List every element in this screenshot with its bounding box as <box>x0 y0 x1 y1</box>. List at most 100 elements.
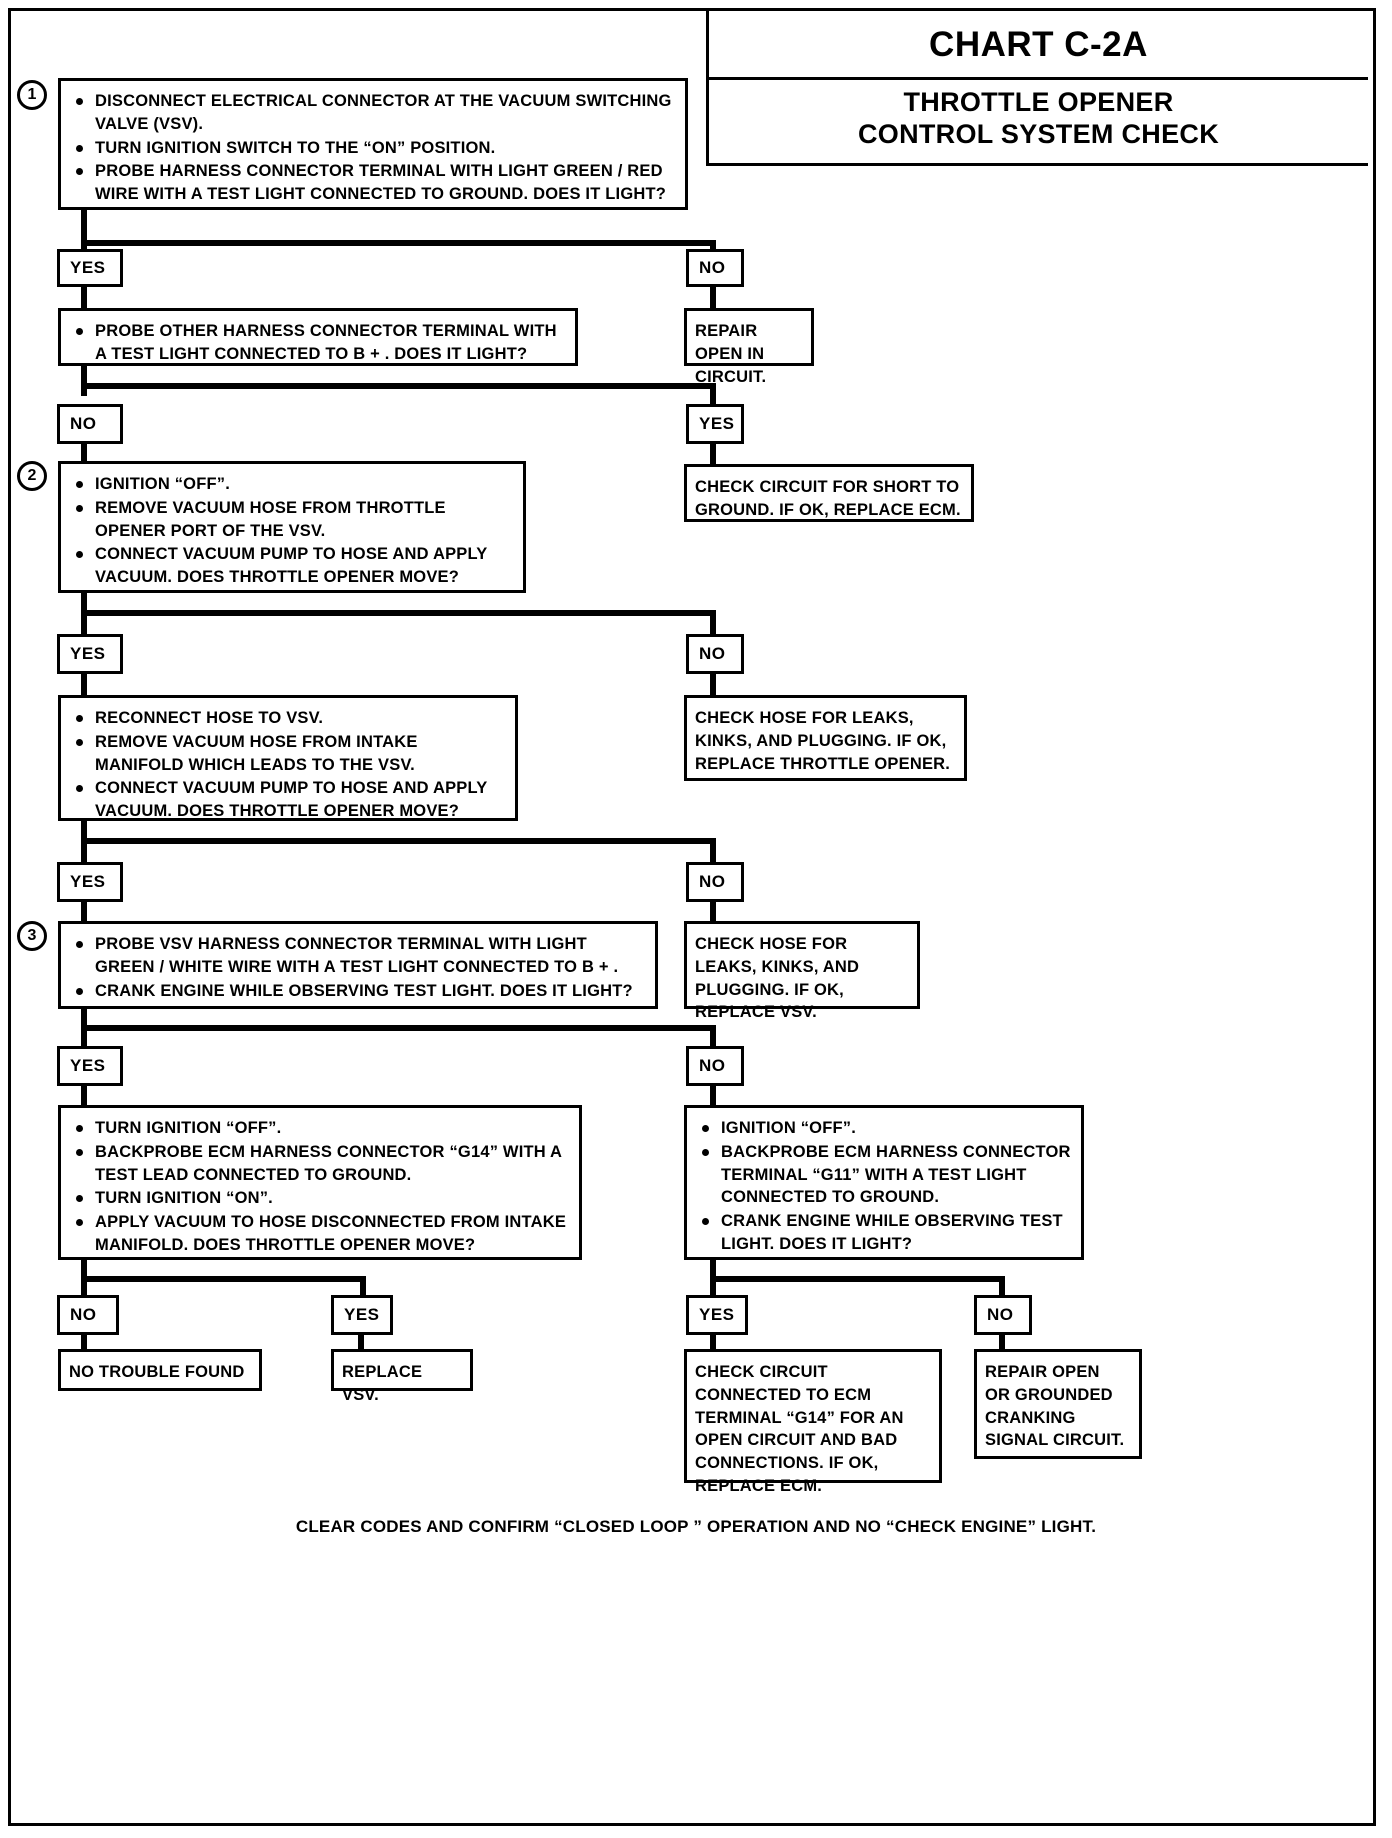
label-step1-no: NO <box>686 249 744 287</box>
line-step1-down <box>81 210 87 245</box>
label-step3-yes: YES <box>57 1046 123 1086</box>
label-reconnect-yes: YES <box>57 862 123 902</box>
check-circuit-g14-text: CHECK CIRCUIT CONNECTED TO ECM TERMINAL … <box>695 1363 904 1495</box>
line-no-to-checkhose2 <box>710 900 716 923</box>
line-no-to-repaircranking <box>999 1333 1005 1351</box>
step3-bullet-list: PROBE VSV HARNESS CONNECTOR TERMINAL WIT… <box>61 924 655 1011</box>
node-check-hose-vsv: CHECK HOSE FOR LEAKS, KINKS, AND PLUGGIN… <box>684 921 920 1021</box>
line-no-to-notrouble <box>81 1333 87 1351</box>
step1-bullet-0: DISCONNECT ELECTRICAL CONNECTOR AT THE V… <box>69 90 675 136</box>
footer-note: CLEAR CODES AND CONFIRM “CLOSED LOOP ” O… <box>295 1517 1097 1536</box>
line-probeother-to-yes <box>710 383 716 405</box>
line-yes-to-step3 <box>81 900 87 923</box>
line-yes-to-checkg14 <box>710 1333 716 1351</box>
line-yes-to-reconnect <box>81 672 87 697</box>
node-repair-cranking: REPAIR OPEN OR GROUNDED CRANKING SIGNAL … <box>974 1349 1142 1459</box>
line-yes-to-leftfinal <box>81 1084 87 1107</box>
node-probe-other: PROBE OTHER HARNESS CONNECTOR TERMINAL W… <box>58 308 578 366</box>
step2-bullet-0: IGNITION “OFF”. <box>69 473 513 496</box>
node-reconnect: RECONNECT HOSE TO VSV. REMOVE VACUUM HOS… <box>58 695 518 821</box>
line-yes-to-checkshort <box>710 442 716 464</box>
header-block: CHART C-2A THROTTLE OPENER CONTROL SYSTE… <box>706 11 1368 166</box>
label-probeother-no: NO <box>57 404 123 444</box>
node-step3: PROBE VSV HARNESS CONNECTOR TERMINAL WIT… <box>58 921 658 1009</box>
reconnect-bullet-list: RECONNECT HOSE TO VSV. REMOVE VACUUM HOS… <box>61 698 515 832</box>
line-step2-bus <box>81 610 716 616</box>
step1-bullet-list: DISCONNECT ELECTRICAL CONNECTOR AT THE V… <box>61 81 685 215</box>
line-probeother-down <box>81 366 87 396</box>
header-divider <box>709 77 1368 80</box>
line-step1-to-no <box>710 240 716 250</box>
chart-title-line2: CONTROL SYSTEM CHECK <box>857 118 1220 149</box>
label-probeother-yes: YES <box>686 404 744 444</box>
line-yes-to-probeother <box>81 285 87 310</box>
step2-bullet-list: IGNITION “OFF”. REMOVE VACUUM HOSE FROM … <box>61 464 523 598</box>
page-border <box>8 8 1376 1826</box>
repair-cranking-text: REPAIR OPEN OR GROUNDED CRANKING SIGNAL … <box>985 1363 1125 1450</box>
check-hose-vsv-text: CHECK HOSE FOR LEAKS, KINKS, AND PLUGGIN… <box>695 935 860 1022</box>
line-no-to-rightfinal <box>710 1084 716 1107</box>
right-final-bullet-0: IGNITION “OFF”. <box>695 1117 1071 1140</box>
node-check-circuit-g14: CHECK CIRCUIT CONNECTED TO ECM TERMINAL … <box>684 1349 942 1495</box>
left-final-bullet-1: BACKPROBE ECM HARNESS CONNECTOR “G14” WI… <box>69 1141 569 1187</box>
label-leftfinal-yes: YES <box>331 1295 393 1335</box>
node-check-hose-opener: CHECK HOSE FOR LEAKS, KINKS, AND PLUGGIN… <box>684 695 967 781</box>
node-right-final: IGNITION “OFF”. BACKPROBE ECM HARNESS CO… <box>684 1105 1084 1260</box>
line-step1-to-yes <box>81 240 87 250</box>
line-step2-to-no <box>710 610 716 635</box>
label-rightfinal-no: NO <box>974 1295 1032 1335</box>
line-reconnect-to-no <box>710 838 716 863</box>
label-leftfinal-no: NO <box>57 1295 119 1335</box>
label-step3-no: NO <box>686 1046 744 1086</box>
step2-bullet-1: REMOVE VACUUM HOSE FROM THROTTLE OPENER … <box>69 497 513 543</box>
step3-bullet-1: CRANK ENGINE WHILE OBSERVING TEST LIGHT.… <box>69 980 645 1003</box>
reconnect-bullet-0: RECONNECT HOSE TO VSV. <box>69 707 505 730</box>
probe-other-bullet-0: PROBE OTHER HARNESS CONNECTOR TERMINAL W… <box>69 320 565 366</box>
line-no-to-checkhose1 <box>710 672 716 697</box>
step1-bullet-1: TURN IGNITION SWITCH TO THE “ON” POSITIO… <box>69 137 675 160</box>
line-leftfinal-to-yes <box>360 1276 366 1298</box>
label-rightfinal-yes: YES <box>686 1295 748 1335</box>
chart-label: CHART C-2A <box>929 25 1148 64</box>
line-reconnect-bus <box>81 838 716 844</box>
line-rightfinal-bus <box>710 1276 1005 1282</box>
label-reconnect-no: NO <box>686 862 744 902</box>
line-rightfinal-to-no <box>999 1276 1005 1298</box>
line-step1-bus <box>81 240 716 246</box>
node-no-trouble-found: NO TROUBLE FOUND <box>58 1349 262 1391</box>
check-short-ground-text: CHECK CIRCUIT FOR SHORT TO GROUND. IF OK… <box>695 478 961 519</box>
node-step2: IGNITION “OFF”. REMOVE VACUUM HOSE FROM … <box>58 461 526 593</box>
reconnect-bullet-2: CONNECT VACUUM PUMP TO HOSE AND APPLY VA… <box>69 777 505 823</box>
label-step1-yes: YES <box>57 249 123 287</box>
node-left-final: TURN IGNITION “OFF”. BACKPROBE ECM HARNE… <box>58 1105 582 1260</box>
right-final-bullet-2: CRANK ENGINE WHILE OBSERVING TEST LIGHT.… <box>695 1210 1071 1256</box>
no-trouble-found-text: NO TROUBLE FOUND <box>69 1363 245 1381</box>
left-final-bullet-list: TURN IGNITION “OFF”. BACKPROBE ECM HARNE… <box>61 1108 579 1266</box>
step-number-2: 2 <box>17 461 47 491</box>
label-step2-yes: YES <box>57 634 123 674</box>
right-final-bullet-list: IGNITION “OFF”. BACKPROBE ECM HARNESS CO… <box>687 1108 1081 1265</box>
left-final-bullet-0: TURN IGNITION “OFF”. <box>69 1117 569 1140</box>
chart-title-line1: THROTTLE OPENER <box>903 87 1174 117</box>
node-step1: DISCONNECT ELECTRICAL CONNECTOR AT THE V… <box>58 78 688 210</box>
left-final-bullet-3: APPLY VACUUM TO HOSE DISCONNECTED FROM I… <box>69 1211 569 1257</box>
check-hose-opener-text: CHECK HOSE FOR LEAKS, KINKS, AND PLUGGIN… <box>695 709 951 773</box>
right-final-bullet-1: BACKPROBE ECM HARNESS CONNECTOR TERMINAL… <box>695 1141 1071 1209</box>
line-leftfinal-bus <box>81 1276 366 1282</box>
label-step2-no: NO <box>686 634 744 674</box>
node-check-short-ground: CHECK CIRCUIT FOR SHORT TO GROUND. IF OK… <box>684 464 974 522</box>
step2-bullet-2: CONNECT VACUUM PUMP TO HOSE AND APPLY VA… <box>69 543 513 589</box>
line-probeother-bus <box>81 383 716 389</box>
replace-vsv-text: REPLACE VSV. <box>342 1363 423 1404</box>
line-step3-to-no <box>710 1025 716 1047</box>
line-yes-to-replacevsv <box>358 1333 364 1351</box>
probe-other-bullet-list: PROBE OTHER HARNESS CONNECTOR TERMINAL W… <box>61 311 575 375</box>
repair-open-text: REPAIR OPEN IN CIRCUIT. <box>695 322 767 386</box>
node-repair-open: REPAIR OPEN IN CIRCUIT. <box>684 308 814 386</box>
reconnect-bullet-1: REMOVE VACUUM HOSE FROM INTAKE MANIFOLD … <box>69 731 505 777</box>
step-number-1: 1 <box>17 80 47 110</box>
line-no-to-repairopen <box>710 285 716 310</box>
step1-bullet-2: PROBE HARNESS CONNECTOR TERMINAL WITH LI… <box>69 160 675 206</box>
line-no-to-step2 <box>81 442 87 464</box>
